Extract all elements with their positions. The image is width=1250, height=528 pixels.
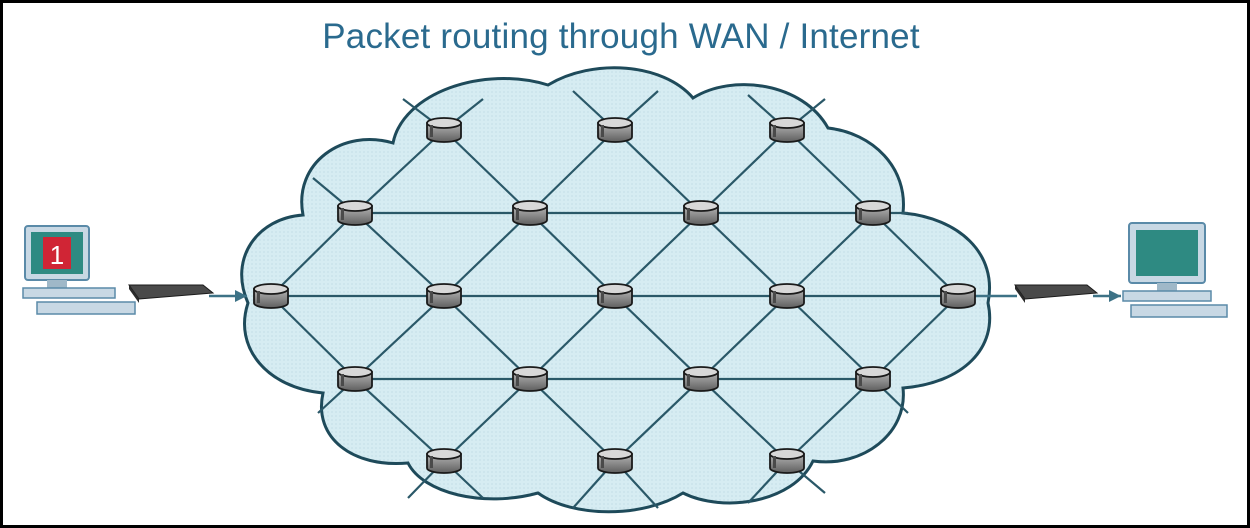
network-link [700, 378, 788, 462]
packet-icon [43, 237, 71, 269]
desktop-computer-icon [22, 225, 136, 315]
router-icon [426, 448, 462, 474]
router-icon [512, 366, 548, 392]
network-link [700, 212, 788, 297]
network-link [443, 212, 531, 297]
network-link [614, 295, 702, 380]
diagram-title: Packet routing through WAN / Internet [322, 17, 920, 56]
arrowhead [1109, 290, 1121, 302]
network-link [614, 129, 702, 214]
router-icon [597, 283, 633, 309]
network-link [786, 212, 874, 297]
router-icon [683, 366, 719, 392]
network-link [354, 129, 445, 214]
router-icon [683, 200, 719, 226]
receiver-modem-icon [1014, 284, 1099, 303]
network-link [786, 295, 874, 380]
network-link [354, 295, 445, 380]
router-nodes [253, 117, 976, 474]
network-link [614, 212, 702, 297]
network-link [270, 212, 356, 297]
network-link [700, 295, 788, 380]
network-link [443, 378, 531, 462]
packet-label: 1 [50, 240, 64, 270]
network-link [443, 129, 531, 214]
desktop-computer-icon [1122, 222, 1228, 318]
network-diagram: 1 [22, 66, 1228, 514]
network-link [614, 378, 702, 462]
router-icon [597, 117, 633, 143]
network-link [529, 378, 616, 462]
arrowhead [235, 290, 247, 302]
router-icon [769, 117, 805, 143]
router-icon [253, 283, 289, 309]
router-icon [512, 200, 548, 226]
network-link [529, 129, 616, 214]
network-link [529, 295, 616, 380]
receiver-computer [1122, 222, 1228, 318]
network-link [443, 295, 531, 380]
sender-computer: 1 [22, 225, 136, 315]
network-link [700, 129, 788, 214]
network-link [354, 378, 445, 462]
network-link [872, 295, 959, 380]
router-icon [940, 283, 976, 309]
router-icon [855, 366, 891, 392]
network-links [270, 90, 959, 509]
network-link [786, 378, 874, 462]
router-icon [337, 366, 373, 392]
router-icon [769, 283, 805, 309]
router-icon [769, 448, 805, 474]
network-link [529, 212, 616, 297]
sender-modem-icon [128, 284, 215, 303]
router-icon [426, 283, 462, 309]
network-link [872, 212, 959, 297]
network-link [270, 295, 356, 380]
router-icon [337, 200, 373, 226]
network-link [786, 129, 874, 214]
router-icon [426, 117, 462, 143]
network-link [354, 212, 445, 297]
router-icon [597, 448, 633, 474]
router-icon [855, 200, 891, 226]
